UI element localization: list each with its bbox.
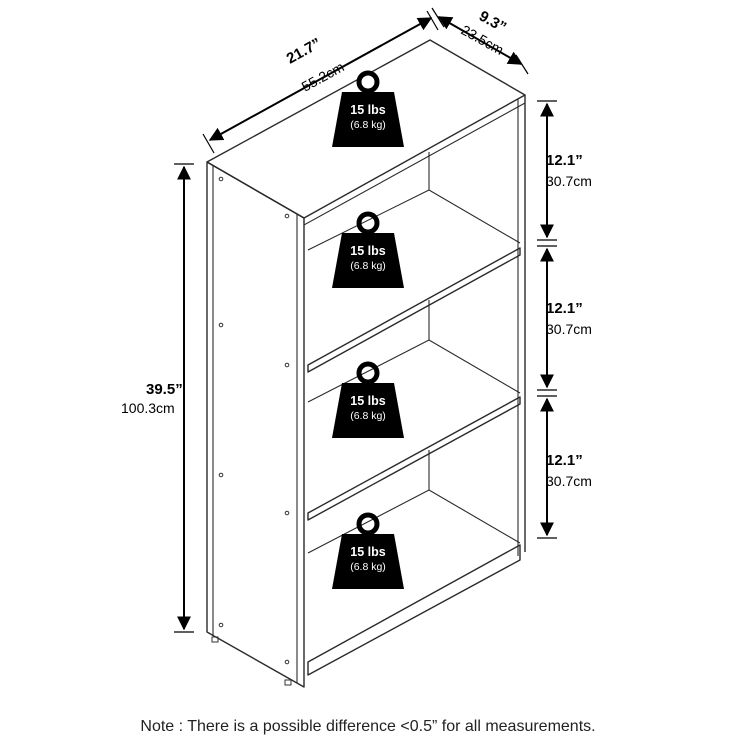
weight-icon (332, 383, 404, 438)
bookshelf (206, 39, 526, 688)
weight-lbs-label: 15 lbs (350, 394, 385, 408)
weight-badge-shelf-3: 15 lbs (6.8 kg) (332, 512, 404, 589)
measurement-note: Note : There is a possible difference <0… (140, 718, 595, 735)
shelf-gap-imperial-label: 12.1” (546, 452, 583, 469)
shelf-gap-imperial-label: 12.1” (546, 152, 583, 169)
shelf-gap-2: 12.1” 30.7cm (537, 245, 592, 391)
shelf-gap-imperial-label: 12.1” (546, 300, 583, 317)
width-arrow (208, 17, 433, 141)
shelf-gap-metric-label: 30.7cm (546, 173, 592, 189)
shelf-3 (307, 489, 521, 676)
bookshelf-foot-right (284, 679, 292, 686)
shelf-gap-1: 12.1” 30.7cm (537, 100, 592, 241)
height-metric-label: 100.3cm (121, 400, 175, 416)
weight-kg-label: (6.8 kg) (350, 260, 386, 272)
width-dimension: 21.7” 55.2cm (202, 10, 439, 154)
cam-lock-holes (218, 176, 290, 665)
depth-dimension: 9.3” 23.5cm (431, 8, 529, 75)
shelf-gap-metric-label: 30.7cm (546, 473, 592, 489)
shelf-2 (307, 339, 521, 521)
height-imperial-label: 39.5” (146, 381, 183, 398)
weight-badge-shelf-2: 15 lbs (6.8 kg) (332, 361, 404, 438)
weight-icon (332, 233, 404, 288)
shelf-gap-dimensions: 12.1” 30.7cm 12.1” 30.7cm 12.1” 30.7cm (537, 100, 592, 539)
weight-kg-label: (6.8 kg) (350, 561, 386, 573)
weight-badges: 15 lbs (6.8 kg) 15 lbs (6.8 kg) 15 lbs (… (332, 70, 404, 589)
bookshelf-foot-left (211, 636, 219, 643)
shelf-1 (307, 189, 521, 373)
weight-kg-label: (6.8 kg) (350, 119, 386, 131)
weight-icon (332, 534, 404, 589)
bookshelf-left-side-panel (206, 161, 305, 688)
weight-badge-top: 15 lbs (6.8 kg) (332, 70, 404, 147)
weight-lbs-label: 15 lbs (350, 244, 385, 258)
weight-lbs-label: 15 lbs (350, 103, 385, 117)
shelf-gap-3: 12.1” 30.7cm (537, 395, 592, 539)
weight-lbs-label: 15 lbs (350, 545, 385, 559)
weight-kg-label: (6.8 kg) (350, 410, 386, 422)
shelf-gap-metric-label: 30.7cm (546, 321, 592, 337)
weight-badge-shelf-1: 15 lbs (6.8 kg) (332, 211, 404, 288)
bookshelf-top-thickness (303, 102, 526, 226)
depth-arrow (437, 16, 523, 65)
height-dimension: 39.5” 100.3cm (121, 163, 194, 633)
width-imperial-label: 21.7” (284, 35, 324, 68)
